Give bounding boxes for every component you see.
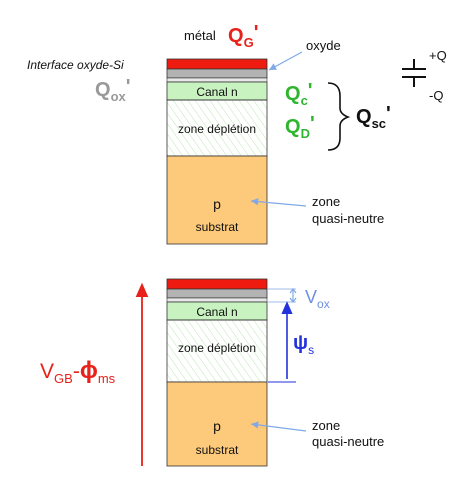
top-canal-label: Canal n (196, 85, 237, 99)
top-mos-stack (166, 58, 268, 245)
bottom-quasi-pointer (250, 421, 307, 432)
cap-plus-label: +Q (429, 48, 447, 63)
bottom-depletion-layer (166, 319, 268, 383)
bottom-substrate-layer (166, 381, 268, 467)
bottom-interface-layer (166, 297, 268, 303)
top-metal-label: métal (184, 28, 216, 43)
qox-charge-label: Qox' (95, 76, 131, 104)
interface-label: Interface oxyde-Si (27, 58, 124, 72)
bottom-oxide-layer (166, 288, 268, 299)
qg-charge-label: QG' (228, 22, 258, 50)
top-depletion-label: zone déplétion (178, 122, 256, 136)
qc-charge-label: Qc' (285, 80, 313, 108)
bottom-metal-layer (166, 278, 268, 290)
bottom-depletion-label: zone déplétion (178, 341, 256, 355)
bottom-canal-label: Canal n (196, 305, 237, 319)
top-metal-layer (166, 58, 268, 70)
cap-minus-label: -Q (429, 88, 443, 103)
capacitor-icon (402, 59, 426, 87)
vgb-phi-label: VGB-ϕms (40, 357, 116, 386)
bottom-mos-stack (166, 278, 268, 467)
qd-charge-label: QD' (285, 113, 315, 141)
top-quasi-pointer (250, 198, 307, 207)
top-depletion-layer (166, 99, 268, 157)
top-oxide-layer (166, 68, 268, 79)
bottom-quasi-line2: quasi-neutre (312, 434, 384, 449)
top-substrate-label: substrat (196, 220, 239, 234)
vox-label: Vox (305, 287, 330, 311)
qsc-charge-label: Qsc' (356, 103, 391, 131)
oxide-pointer-line (268, 51, 303, 71)
bottom-substrate-letter: p (213, 418, 221, 434)
top-quasi-line1: zone (312, 194, 340, 209)
bottom-quasi-line1: zone (312, 418, 340, 433)
charge-brace (327, 82, 351, 151)
top-interface-layer (166, 77, 268, 83)
top-oxide-label: oxyde (306, 38, 341, 53)
top-substrate-letter: p (213, 196, 221, 212)
psi-label: ψs (293, 332, 314, 357)
top-substrate-layer (166, 155, 268, 245)
top-quasi-line2: quasi-neutre (312, 211, 384, 226)
bottom-substrate-label: substrat (196, 443, 239, 457)
